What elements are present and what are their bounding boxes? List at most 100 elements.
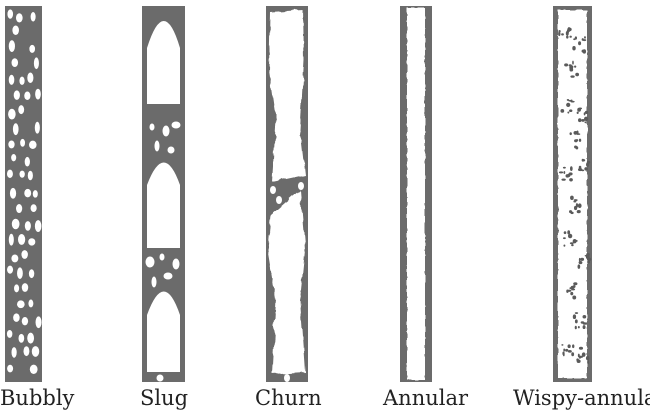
liquid-wisp-speck: [575, 326, 577, 330]
liquid-wisp-speck: [570, 132, 572, 135]
liquid-wisp-speck: [568, 174, 571, 177]
liquid-wisp-speck: [575, 73, 579, 77]
liquid-wisp-speck: [576, 203, 578, 208]
liquid-wisp-speck: [573, 201, 576, 203]
liquid-wisp-speck: [570, 242, 574, 244]
liquid-wisp-speck: [566, 103, 570, 107]
liquid-wisp-speck: [563, 167, 566, 169]
gas-bubble: [7, 9, 13, 18]
liquid-wisp-speck: [576, 131, 578, 135]
liquid-wisp-speck: [578, 118, 581, 122]
liquid-wisp-speck: [583, 315, 587, 319]
liquid-wisp-speck: [576, 358, 579, 361]
gas-bubble: [16, 204, 22, 213]
gas-bubble: [7, 365, 13, 373]
liquid-wisp-speck: [572, 61, 574, 65]
gas-bubble: [25, 221, 31, 231]
liquid-wisp-speck: [578, 41, 581, 45]
gas-bubble: [13, 123, 19, 135]
gas-bubble: [21, 250, 27, 259]
gas-bubble: [28, 300, 33, 308]
liquid-wisp-speck: [573, 285, 576, 288]
liquid-wisp-speck: [583, 325, 586, 329]
liquid-wisp-speck: [574, 240, 578, 242]
liquid-wisp-speck: [579, 347, 583, 350]
liquid-wisp-speck: [579, 356, 583, 358]
liquid-wisp-speck: [587, 261, 590, 264]
liquid-wisp-speck: [561, 344, 563, 346]
liquid-wisp-speck: [567, 111, 569, 113]
gas-bubble: [24, 189, 31, 197]
liquid-wisp-speck: [566, 35, 568, 38]
gas-bubble: [28, 171, 33, 180]
gas-bubble: [31, 12, 36, 22]
liquid-wisp-speck: [564, 231, 567, 234]
gas-bubble: [17, 267, 23, 279]
gas-bubble: [298, 182, 304, 190]
liquid-wisp-speck: [563, 244, 565, 246]
gas-bubble: [172, 122, 181, 129]
liquid-wisp-speck: [559, 171, 563, 173]
gas-bubble: [14, 284, 19, 292]
liquid-wisp-speck: [570, 75, 574, 77]
regime-label-wispy-annular: Wispy-annular: [513, 383, 647, 413]
regime-label-slug: Slug: [135, 383, 193, 413]
liquid-wisp-speck: [578, 203, 582, 208]
liquid-wisp-speck: [573, 38, 575, 40]
gas-bubble: [14, 90, 20, 100]
liquid-wisp-speck: [566, 290, 568, 293]
liquid-wisp-speck: [560, 109, 564, 113]
gas-bubble: [20, 139, 25, 147]
liquid-wisp-speck: [574, 199, 578, 201]
liquid-wisp-speck: [569, 68, 573, 72]
wispy-annular-panel: [553, 6, 592, 382]
gas-bubble: [29, 269, 34, 278]
churn-gas-core-1: [269, 10, 305, 182]
gas-bubble: [29, 45, 35, 53]
gas-bubble: [30, 365, 38, 374]
gas-bubble: [11, 254, 18, 262]
liquid-wisp-speck: [572, 296, 576, 300]
gas-bubble: [16, 13, 23, 22]
liquid-wisp-speck: [584, 167, 588, 171]
gas-bubble: [146, 257, 155, 268]
gas-bubble: [173, 259, 180, 270]
liquid-wisp-speck: [572, 46, 575, 50]
liquid-wisp-speck: [578, 326, 580, 328]
gas-bubble: [168, 147, 175, 154]
gas-bubble: [23, 346, 29, 356]
liquid-wisp-speck: [586, 356, 590, 361]
gas-bubble: [29, 141, 37, 149]
liquid-wisp-speck: [571, 244, 574, 246]
gas-bubble: [163, 126, 170, 137]
gas-bubble: [27, 73, 33, 83]
liquid-wisp-speck: [587, 258, 591, 261]
gas-bubble: [9, 40, 15, 52]
taylor-bubble-2: [147, 163, 180, 249]
gas-bubble: [9, 75, 15, 85]
liquid-wisp-speck: [585, 255, 589, 257]
gas-bubble: [13, 313, 20, 322]
liquid-wisp-speck: [574, 66, 576, 68]
gas-bubble: [31, 204, 37, 212]
liquid-wisp-speck: [567, 29, 569, 33]
liquid-wisp-speck: [577, 108, 581, 112]
liquid-wisp-speck: [573, 314, 576, 319]
liquid-wisp-speck: [575, 312, 578, 314]
gas-bubble: [25, 157, 30, 167]
liquid-wisp-speck: [568, 344, 571, 348]
taylor-bubble-3: [147, 292, 180, 373]
liquid-wisp-speck: [582, 159, 584, 162]
liquid-wisp-speck: [561, 178, 565, 180]
liquid-wisp-speck: [579, 166, 582, 169]
gas-bubble: [19, 334, 25, 343]
gas-bubble: [19, 171, 24, 178]
gas-bubble: [18, 234, 25, 245]
gas-bubble: [8, 109, 16, 120]
liquid-wisp-speck: [568, 234, 572, 239]
gas-bubble: [9, 234, 14, 246]
liquid-wisp-speck: [563, 171, 565, 174]
gas-bubble: [12, 26, 19, 36]
gas-bubble: [155, 141, 160, 152]
